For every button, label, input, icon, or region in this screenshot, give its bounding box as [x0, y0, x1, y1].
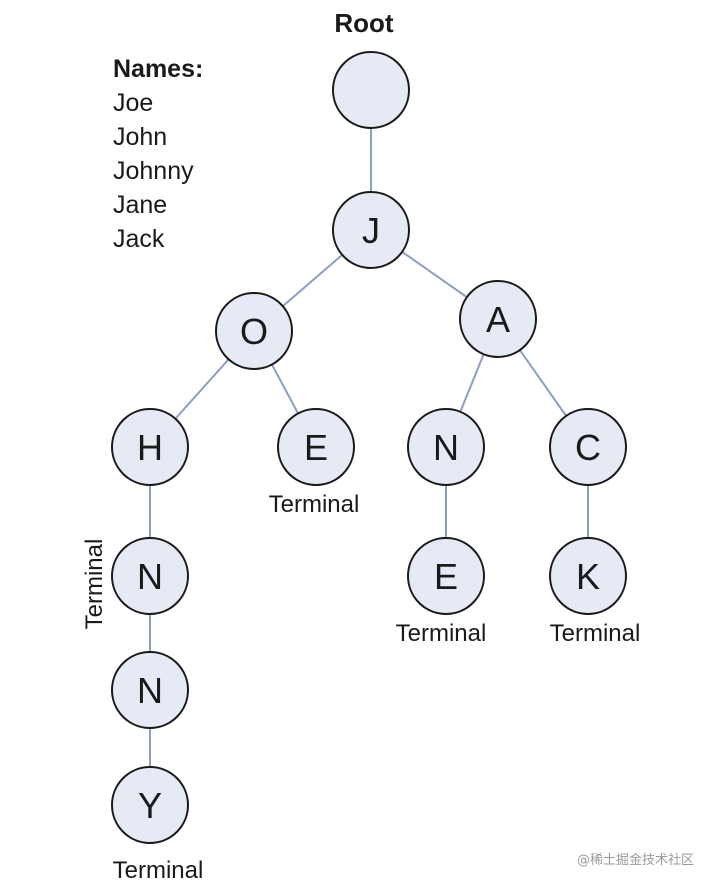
node-k: K [549, 537, 627, 615]
root-node [332, 51, 410, 129]
terminal-label-e1: Terminal [269, 491, 360, 518]
node-letter: K [576, 556, 600, 597]
node-n3: N [111, 651, 189, 729]
node-e2: E [407, 537, 485, 615]
node-a: A [459, 280, 537, 358]
node-letter: H [137, 427, 163, 468]
names-panel: Names: Joe John Johnny Jane Jack [113, 52, 203, 256]
node-circle [407, 537, 485, 615]
node-letter: E [434, 556, 458, 597]
node-circle [549, 408, 627, 486]
node-circle [332, 51, 410, 129]
root-title: Root [334, 8, 394, 38]
node-letter: Y [138, 785, 162, 826]
names-heading: Names: [113, 55, 204, 83]
node-o: O [215, 292, 293, 370]
node-circle [111, 766, 189, 844]
node-letter: N [137, 670, 163, 711]
name-item: Joe [113, 89, 154, 117]
node-circle [277, 408, 355, 486]
node-j: J [332, 191, 410, 269]
node-n2: N [111, 537, 189, 615]
terminal-label-k: Terminal [550, 620, 641, 647]
node-circle [459, 280, 537, 358]
node-circle [111, 651, 189, 729]
node-letter: A [486, 299, 510, 340]
name-item: Jane [113, 191, 168, 219]
node-letter: C [575, 427, 601, 468]
name-item: Johnny [113, 157, 194, 185]
watermark: @稀土掘金技术社区 [576, 853, 694, 868]
node-layer: J O A H E N C N E K N Y [111, 51, 627, 844]
name-item: John [113, 123, 168, 151]
node-circle [332, 191, 410, 269]
node-circle [215, 292, 293, 370]
node-circle [111, 537, 189, 615]
terminal-label-e2: Terminal [396, 620, 487, 647]
node-circle [549, 537, 627, 615]
node-letter: J [362, 210, 380, 251]
node-circle [111, 408, 189, 486]
node-h: H [111, 408, 189, 486]
node-n1: N [407, 408, 485, 486]
node-y: Y [111, 766, 189, 844]
terminal-label-y: Terminal [113, 857, 204, 884]
name-item: Jack [113, 225, 165, 253]
node-circle [407, 408, 485, 486]
node-letter: N [137, 556, 163, 597]
terminal-label-n2: Terminal [81, 539, 108, 630]
node-c: C [549, 408, 627, 486]
node-e1: E [277, 408, 355, 486]
node-letter: O [240, 311, 268, 352]
node-letter: E [304, 427, 328, 468]
node-letter: N [433, 427, 459, 468]
